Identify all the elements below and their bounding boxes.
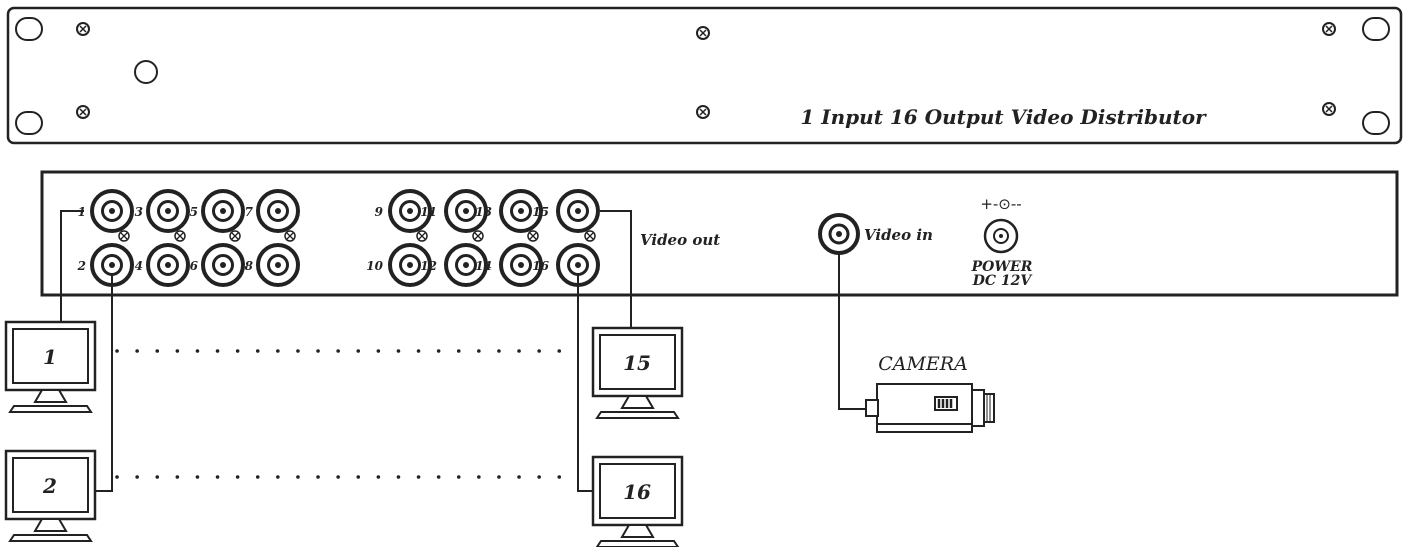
bnc-connector [90, 189, 134, 233]
port-number-label: 7 [245, 205, 254, 219]
screw-icon [118, 230, 130, 242]
monitor-label: 16 [623, 480, 651, 504]
screw-icon [696, 105, 710, 119]
screw-icon [527, 230, 539, 242]
rack-slot [1362, 111, 1390, 135]
screw-icon [584, 230, 596, 242]
cables [60, 210, 880, 492]
port-number-label: 11 [420, 205, 437, 219]
screw-icon [1322, 102, 1336, 116]
monitor-icon: 2 [4, 449, 97, 542]
monitor-icon: 16 [591, 455, 684, 547]
rack-slot [1362, 17, 1390, 41]
front-panel-title: 1 Input 16 Output Video Distributor [800, 105, 1207, 129]
bnc-connector [556, 243, 600, 287]
camera-label: CAMERA [878, 353, 968, 375]
port-number-label: 13 [475, 205, 492, 219]
port-number-label: 6 [190, 259, 199, 273]
bnc-connector [146, 189, 190, 233]
screw-icon [284, 230, 296, 242]
port-number-label: 14 [475, 259, 492, 273]
screw-icon [229, 230, 241, 242]
monitor-label: 1 [43, 345, 57, 369]
bnc-connector [388, 243, 432, 287]
cable-out-1 [60, 210, 84, 327]
screw-icon [76, 22, 90, 36]
cable-out-2 [96, 275, 113, 492]
monitor-label: 15 [623, 351, 651, 375]
front-panel: 1 Input 16 Output Video Distributor [6, 6, 1403, 145]
bnc-connector [444, 189, 488, 233]
bnc-output-connectors [90, 189, 600, 287]
bnc-connector [256, 189, 300, 233]
bnc-connector [556, 189, 600, 233]
bnc-connector [444, 243, 488, 287]
monitors: 1 15 2 16 [4, 320, 684, 547]
bnc-connector [146, 243, 190, 287]
port-number-label: 15 [532, 205, 549, 219]
bnc-connector [388, 189, 432, 233]
video-in-label: Video in [864, 226, 933, 244]
bnc-connector [201, 189, 245, 233]
bnc-connector [499, 189, 543, 233]
video-in-connector [818, 213, 860, 255]
screw-icon [696, 26, 710, 40]
bnc-connector [256, 243, 300, 287]
screw-icon [1322, 22, 1336, 36]
video-out-label: Video out [640, 231, 720, 249]
bnc-connector [201, 243, 245, 287]
rack-slot [15, 17, 43, 41]
cable-out-15 [600, 210, 632, 333]
port-number-label: 12 [420, 259, 437, 273]
port-number-label: 10 [366, 259, 383, 273]
power-label: POWER [971, 259, 1033, 275]
port-number-label: 8 [245, 259, 254, 273]
monitor-icon: 15 [591, 326, 684, 419]
screw-icon [76, 105, 90, 119]
power-voltage-label: DC 12V [972, 273, 1034, 289]
camera-icon [865, 383, 995, 433]
bnc-connector [90, 243, 134, 287]
screw-icon [472, 230, 484, 242]
port-number-label: 2 [77, 259, 86, 273]
power-jack [983, 218, 1019, 254]
power-polarity-icon: +-⊙-- [980, 195, 1021, 213]
port-number-label: 16 [532, 259, 549, 273]
cable-out-16 [577, 275, 596, 492]
screw-icon [174, 230, 186, 242]
port-number-label: 3 [135, 205, 143, 219]
rack-slot [15, 111, 43, 135]
port-number-label: 5 [190, 205, 198, 219]
power-indicator [134, 60, 158, 84]
port-number-label: 9 [375, 205, 384, 219]
port-number-label: 4 [135, 259, 143, 273]
monitor-icon: 1 [4, 320, 97, 413]
screw-icon [416, 230, 428, 242]
bnc-connector [499, 243, 543, 287]
monitor-label: 2 [42, 474, 57, 498]
